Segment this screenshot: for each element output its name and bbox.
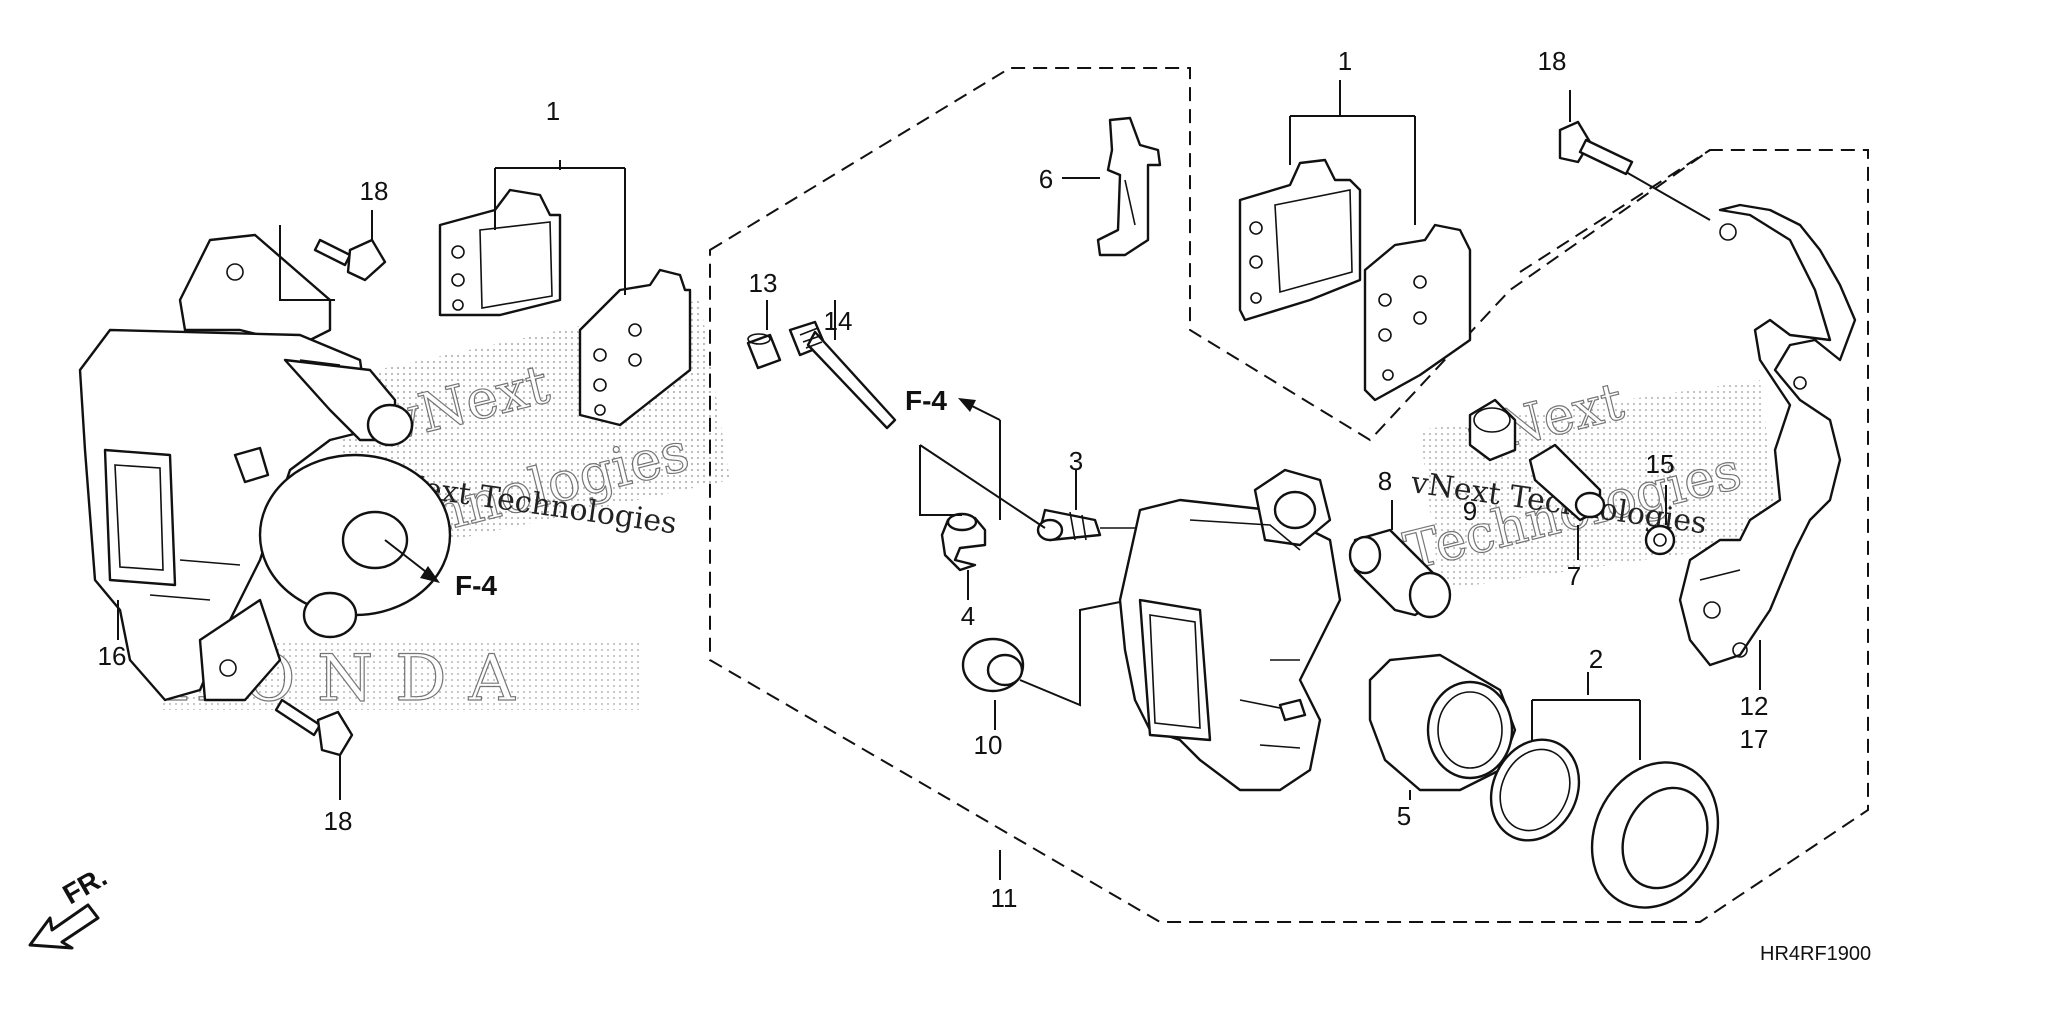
leader-10-to-body	[1019, 599, 1131, 707]
callout-9: 9	[1463, 496, 1477, 526]
callout-6: 6	[1039, 164, 1053, 194]
callout-11: 11	[991, 883, 1018, 913]
assembly-outline-12	[1519, 149, 1711, 273]
callout-1-right: 1	[1338, 46, 1352, 76]
callout-3: 3	[1069, 446, 1083, 476]
f4-arrow-right	[958, 398, 1001, 520]
callout-18-lower: 18	[324, 806, 353, 836]
boot-10	[961, 637, 1025, 693]
callout-14: 14	[824, 306, 853, 336]
callout-18-right: 18	[1538, 46, 1567, 76]
caliper-bracket-12	[1678, 203, 1857, 667]
boot-9	[1468, 398, 1517, 462]
caliper-assembly-16	[78, 233, 452, 702]
ring-15	[1644, 524, 1676, 556]
ref-label-f4-left: F-4	[455, 570, 497, 601]
callout-10: 10	[974, 730, 1003, 760]
boot-13	[746, 333, 782, 370]
brake-pad-left-front	[438, 188, 562, 317]
callout-18-upper: 18	[360, 176, 389, 206]
cap-4	[940, 512, 987, 572]
direction-label: FR.	[58, 861, 113, 910]
leader-1-left	[494, 160, 626, 295]
callout-labels: 1 18 16 18 6 1 18 13 14 3 4 10 8 9 15 7 …	[98, 46, 1769, 913]
bolt-18-lower	[274, 698, 354, 757]
leader-14-to-bleeder	[919, 444, 1046, 529]
diagram-code: HR4RF1900	[1760, 943, 1871, 965]
callout-17: 17	[1740, 724, 1769, 754]
brake-pad-left-rear	[578, 268, 692, 427]
bolt-18-right	[1558, 120, 1634, 176]
callout-7: 7	[1567, 561, 1581, 591]
piston-5	[1368, 653, 1517, 792]
pin-7	[1528, 443, 1606, 522]
callout-1-left: 1	[546, 96, 560, 126]
piston-seal-2	[1489, 738, 1581, 842]
callout-2: 2	[1589, 644, 1603, 674]
leader-1-right	[1289, 80, 1416, 225]
pad-spring-6	[1096, 116, 1162, 257]
pin-14	[788, 320, 897, 430]
leader-2	[1531, 672, 1641, 760]
front-direction-arrow: FR.	[28, 861, 113, 950]
dust-seal-2	[1590, 761, 1720, 909]
callout-15: 15	[1646, 449, 1675, 479]
callout-8: 8	[1378, 466, 1392, 496]
bleeder-3	[1036, 508, 1135, 542]
caliper-body-11	[1118, 468, 1342, 792]
ref-label-f4-right: F-4	[905, 385, 947, 416]
pin-8	[1348, 528, 1452, 619]
callout-16: 16	[98, 641, 127, 671]
callout-4: 4	[961, 601, 975, 631]
callout-13: 13	[749, 268, 778, 298]
leader-bolt-to-bracket	[1625, 171, 1711, 221]
bolt-18-upper	[313, 238, 387, 282]
brake-pad-right-rear	[1363, 223, 1472, 402]
callout-12: 12	[1740, 691, 1769, 721]
brake-pad-right-front	[1238, 158, 1362, 322]
f4-arrow-left	[384, 539, 440, 583]
leader-bracket	[279, 225, 335, 301]
callout-5: 5	[1397, 801, 1411, 831]
